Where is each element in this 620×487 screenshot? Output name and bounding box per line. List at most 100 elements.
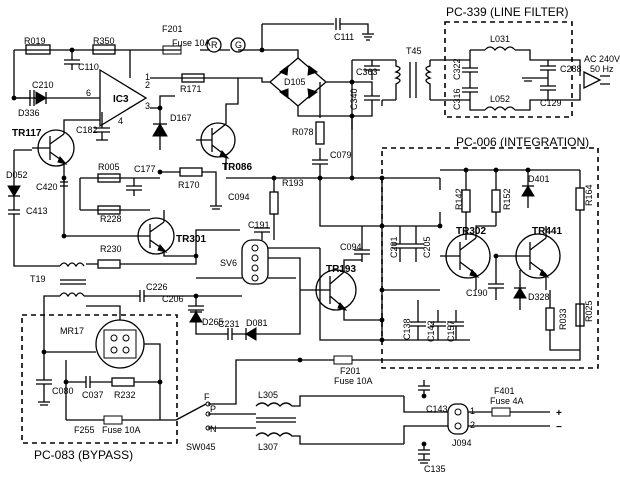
label-r019: R019 [24, 36, 46, 46]
label-j2: 2 [470, 420, 475, 430]
resistor-r228 [97, 205, 121, 215]
resistor-r232 [111, 377, 135, 387]
label-f201-top: F201 [162, 24, 183, 34]
resistor-r230 [97, 259, 121, 269]
label-d265: D265 [202, 317, 224, 327]
label-c322: C322 [452, 58, 462, 80]
label-ic3: IC3 [113, 94, 129, 105]
label-d328: D328 [528, 292, 550, 302]
label-c143: C143 [426, 404, 448, 414]
label-mr17: MR17 [60, 326, 84, 336]
resistor-r170 [179, 167, 203, 177]
label-c226: C226 [146, 282, 168, 292]
label-d167: D167 [170, 113, 192, 123]
label-r193: R193 [282, 178, 304, 188]
label-fuse-byp: Fuse 10A [102, 425, 141, 435]
diode-d081 [245, 327, 257, 341]
label-ac-hz: 50 Hz [590, 64, 614, 74]
resistor-r350 [92, 44, 116, 55]
label-c138: C138 [402, 318, 412, 340]
label-c340: C340 [349, 88, 359, 110]
bypass-box [21, 314, 178, 444]
label-c206: C206 [162, 294, 184, 304]
bypass-title: PC-083 (BYPASS) [34, 448, 133, 462]
label-pin1: 1 [145, 72, 150, 82]
label-r230: R230 [100, 244, 122, 254]
label-c094a: C094 [228, 192, 250, 202]
label-c182: C182 [76, 125, 98, 135]
label-c080: C080 [52, 386, 74, 396]
label-r005: R005 [98, 162, 120, 172]
resistor-r164 [575, 187, 585, 211]
diode-d052 [7, 185, 21, 197]
indicator-g [230, 37, 246, 53]
resistor-r193 [269, 191, 279, 215]
label-c110: C110 [78, 62, 99, 72]
label-tr193: TR193 [326, 264, 356, 275]
fuse-f201-mid [333, 355, 353, 365]
resistor-r142 [461, 189, 471, 213]
label-c037: C037 [82, 390, 104, 400]
label-c205: C205 [422, 236, 432, 258]
label-tr086: TR086 [222, 162, 252, 173]
label-c191: C191 [248, 220, 270, 230]
label-ac-in: AC 240V [584, 54, 620, 64]
label-f201-mid: F201 [340, 366, 361, 376]
label-tr441: TR441 [532, 226, 562, 237]
label-r164: R164 [584, 184, 594, 206]
bridge-rectifier-d105 [269, 57, 327, 107]
label-c231: C231 [218, 319, 240, 329]
label-d336: D336 [18, 108, 40, 118]
label-d401: D401 [528, 174, 550, 184]
label-r078: R078 [292, 127, 314, 137]
label-d105: D105 [284, 77, 306, 87]
label-r025: R025 [584, 300, 594, 322]
label-t45: T45 [406, 46, 422, 56]
label-sv6: SV6 [220, 258, 237, 268]
label-c201: C201 [389, 236, 399, 258]
label-tr117: TR117 [12, 128, 42, 139]
label-l052: L052 [490, 94, 510, 104]
integration-title: PC-006 (INTEGRATION) [456, 135, 589, 149]
label-minus: − [556, 422, 562, 433]
resistor-r033 [545, 307, 555, 331]
indicator-r [206, 37, 222, 53]
label-r033: R033 [558, 308, 568, 330]
label-t19: T19 [30, 274, 46, 284]
label-tr302: TR302 [456, 226, 486, 237]
label-c316: C316 [452, 88, 462, 110]
label-r152: R152 [502, 188, 512, 210]
label-sw-p: P [210, 404, 216, 414]
junction-dots [11, 47, 531, 447]
label-c288: C288 [560, 64, 582, 74]
transformer-t19 [59, 262, 86, 298]
connector-j094 [447, 403, 469, 435]
label-r350: R350 [93, 36, 115, 46]
label-r171: R171 [180, 84, 202, 94]
resistor-r152 [491, 189, 501, 213]
label-r228: R228 [100, 214, 122, 224]
line-filter-title: PC-339 (LINE FILTER) [446, 5, 568, 19]
resistor-r171 [181, 73, 205, 83]
label-c177: C177 [134, 164, 156, 174]
label-pin4: 4 [118, 116, 123, 126]
label-c111: C111 [334, 32, 354, 42]
label-c157: C157 [446, 320, 456, 342]
label-r142: R142 [454, 188, 464, 210]
label-c210: C210 [32, 80, 54, 90]
connector-sv6 [241, 239, 269, 285]
label-pin3: 3 [145, 101, 150, 111]
resistor-r078 [315, 121, 325, 145]
label-c420: C420 [36, 182, 58, 192]
ac-plug-icon [583, 70, 610, 90]
label-c135: C135 [424, 464, 446, 474]
label-j094: J094 [452, 438, 472, 448]
integration-box [381, 147, 599, 369]
diode-d167 [152, 123, 168, 137]
label-c079: C079 [330, 150, 352, 160]
label-pin2: 2 [145, 80, 150, 90]
fuse-f255 [103, 415, 123, 425]
label-f401: F401 [494, 386, 515, 396]
label-sw-f: F [204, 392, 210, 402]
